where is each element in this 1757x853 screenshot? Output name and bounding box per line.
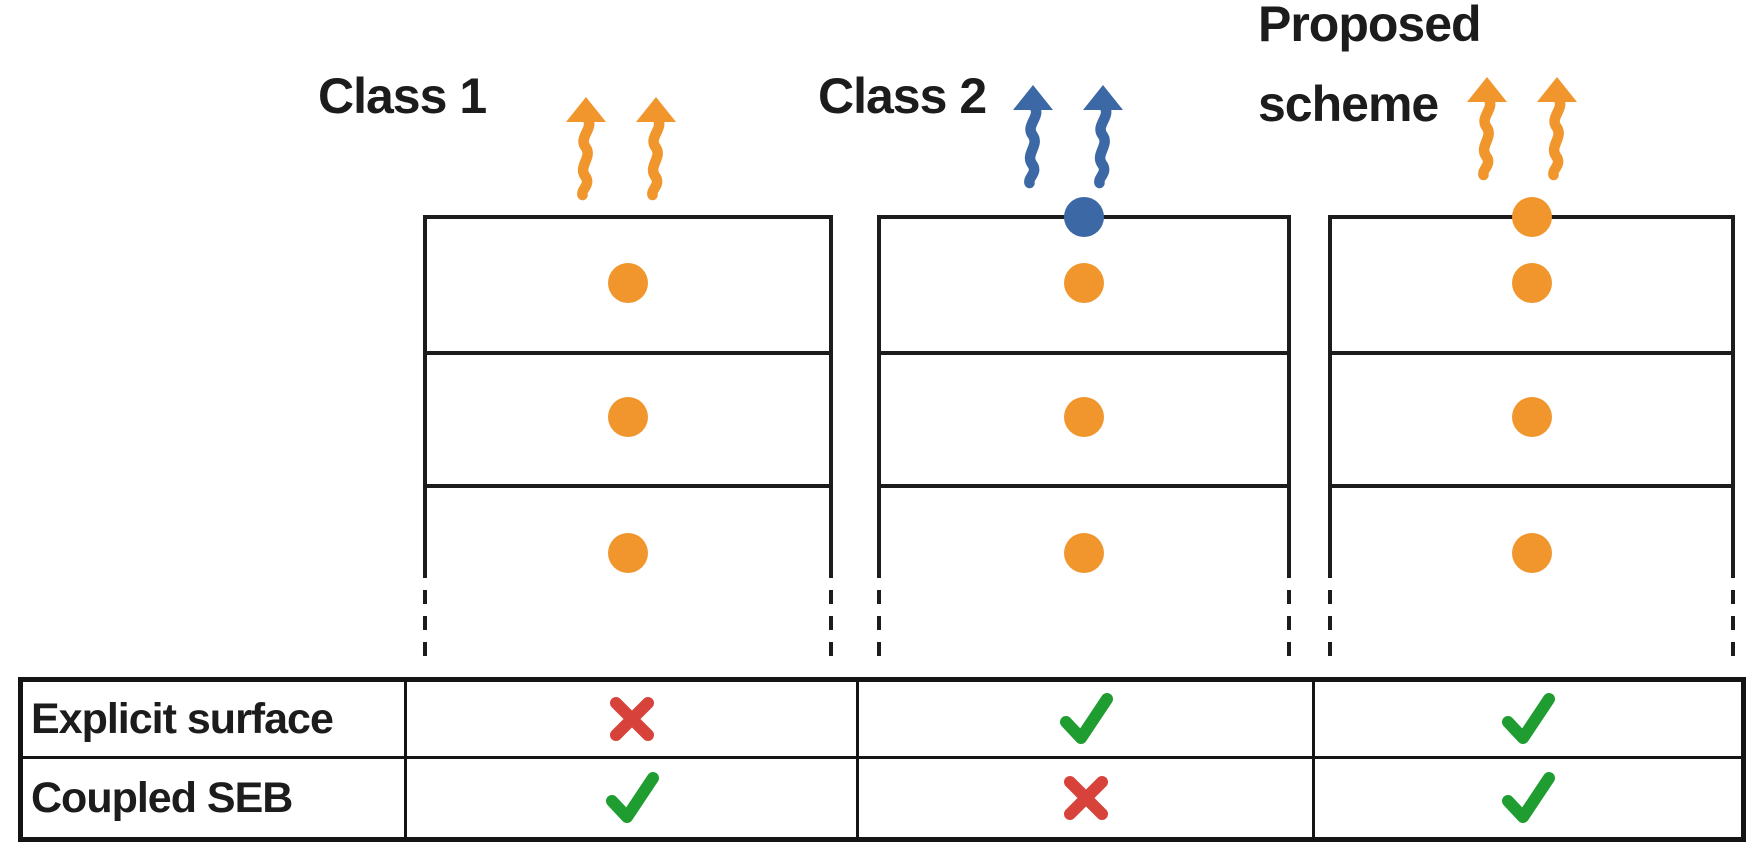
heat-flux-arrow-icon [1537,77,1577,181]
layer-divider [427,484,829,488]
wall-dashed-continuation [1328,590,1332,656]
layer-node-dot [608,397,648,437]
layer-divider [1332,351,1731,355]
layer-node-dot [1511,263,1552,303]
table-cell-check [1315,682,1741,759]
table-cell-check [407,759,859,837]
layer-node-dot [1064,263,1104,303]
table-cell-cross [407,682,859,759]
layer-divider [881,351,1287,355]
table-cell-check [859,682,1315,759]
layer-node-dot [1511,533,1552,573]
heat-flux-arrow-icon [1467,77,1507,181]
layer-divider [881,484,1287,488]
heat-flux-arrow-icon [1083,85,1123,189]
layer-divider [427,351,829,355]
surface-node-dot [1511,197,1552,237]
check-icon [605,772,659,823]
layer-node-dot [608,533,648,573]
table-cell-check [1315,759,1741,837]
atmosphere-layer-box-class-2 [877,197,1291,656]
layer-node-dot [1511,397,1552,437]
layer-node-dot [1064,397,1104,437]
wall-dashed-continuation [1287,590,1291,656]
wall-dashed-continuation [1731,590,1735,656]
atmosphere-layer-box-proposed [1328,197,1735,656]
flux-arrow-pair-class-2 [1012,84,1124,190]
wall-dashed-continuation [423,590,427,656]
heat-flux-arrow-icon [636,97,676,201]
heat-flux-arrow-icon [566,97,606,201]
scheme-label-proposed: Proposed scheme [1258,0,1482,132]
check-icon [1502,772,1555,823]
table-cell-cross [859,759,1315,837]
scheme-label-class-1: Class 1 [318,68,487,124]
layer-node-dot [608,263,648,303]
row-label-explicit-surface: Explicit surface [23,682,407,759]
wall-dashed-continuation [877,590,881,656]
surface-node-dot [1064,197,1104,237]
layer-node-dot [1064,533,1104,573]
atmosphere-layer-box-class-1 [423,215,833,656]
scheme-label-class-2: Class 2 [818,68,987,124]
check-icon [1059,693,1113,744]
heat-flux-arrow-icon [1013,85,1053,189]
flux-arrow-pair-proposed [1466,76,1578,182]
wall-dashed-continuation [829,590,833,656]
row-label-coupled-seb: Coupled SEB [23,759,407,837]
check-icon [1502,693,1555,744]
layer-divider [1332,484,1731,488]
cross-icon [609,697,654,741]
flux-arrow-pair-class-1 [565,96,677,202]
cross-icon [1063,776,1108,820]
